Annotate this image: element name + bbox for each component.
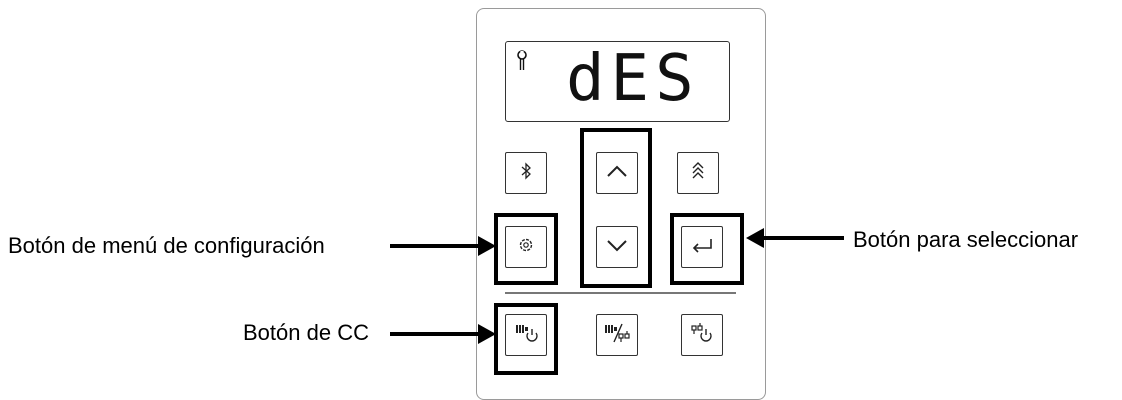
navigation-highlight [580,128,652,288]
chevron-down-icon [606,238,628,257]
lcd-display: dES [505,41,730,122]
cc-arrow-line [390,332,484,336]
wrench-icon [516,50,528,77]
up-button[interactable] [596,152,638,194]
cc-highlight [494,303,558,375]
select-arrow-head [746,228,764,248]
charge-switch-icon [603,322,631,349]
charge-power-icon [514,322,538,349]
double-up-button[interactable] [677,152,719,194]
down-button[interactable] [596,226,638,268]
config-menu-arrow-head [478,236,496,256]
panel-divider [505,292,736,294]
settings-menu-button[interactable] [505,226,547,268]
select-highlight [670,213,744,285]
cc-label: Botón de CC [243,320,369,345]
config-menu-label: Botón de menú de configuración [8,233,325,258]
select-button[interactable] [681,226,723,268]
enter-icon [690,237,714,258]
display-text: dES [566,42,700,116]
bluetooth-icon [519,161,533,185]
settings-highlight [494,213,558,285]
network-power-button[interactable] [681,314,723,356]
config-menu-arrow-line [390,244,484,248]
gear-icon [517,236,535,259]
cc-button[interactable] [505,314,547,356]
bluetooth-button[interactable] [505,152,547,194]
double-chevron-up-icon [690,161,706,186]
cc-arrow-head [478,324,496,344]
select-arrow-line [760,236,844,240]
network-power-icon [690,322,714,349]
chevron-up-icon [606,164,628,183]
select-label: Botón para seleccionar [853,227,1079,252]
mode-button[interactable] [596,314,638,356]
